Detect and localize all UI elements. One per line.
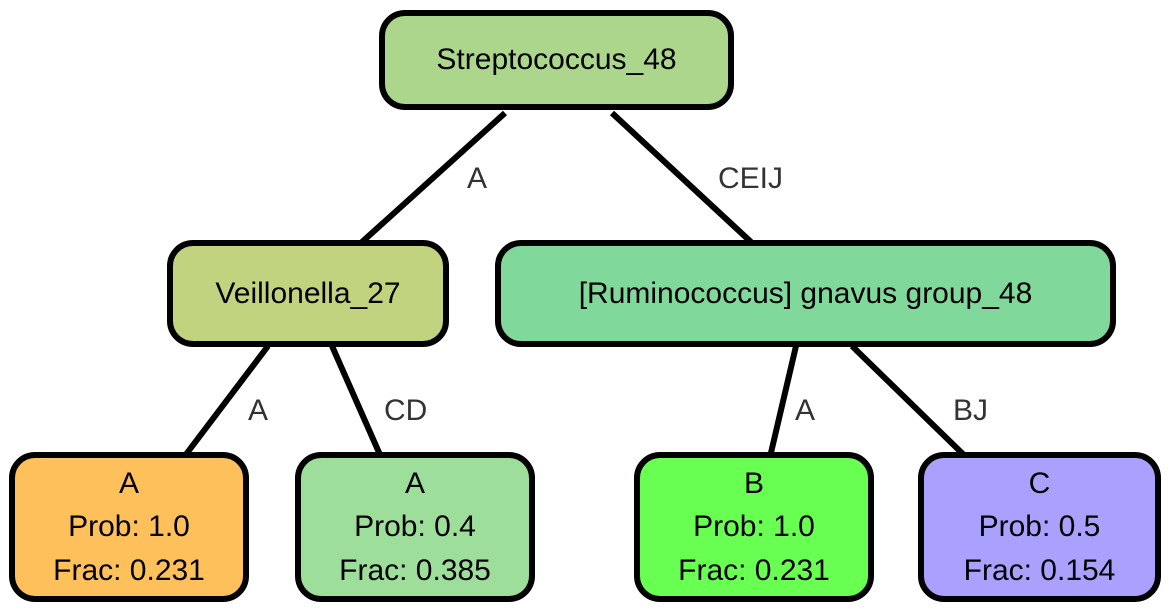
edge-label-veillonella-leaf2: CD (384, 394, 427, 427)
leaf-frac: Frac: 0.231 (678, 553, 830, 587)
edge-ruminococcus-leaf3 (767, 345, 799, 458)
leaf-frac: Frac: 0.231 (53, 553, 205, 587)
node-label: Veillonella_27 (215, 276, 401, 310)
node-ruminococcus: [Ruminococcus] gnavus group_48 (495, 240, 1116, 347)
leaf-prob: Prob: 1.0 (68, 510, 190, 544)
edge-label-ruminococcus-leaf3: A (795, 394, 815, 427)
leaf-prob: Prob: 1.0 (693, 510, 815, 544)
edge-veillonella-leaf1 (181, 344, 271, 459)
leaf-frac: Frac: 0.154 (963, 553, 1116, 587)
leaf-class: A (404, 466, 425, 500)
edge-label-root-ruminococcus: CEIJ (718, 162, 783, 195)
edge-ruminococcus-leaf4 (849, 343, 969, 460)
leaf-node-2: A Prob: 0.4 Frac: 0.385 (295, 452, 535, 602)
leaf-prob: Prob: 0.4 (354, 510, 476, 544)
leaf-node-3: B Prob: 1.0 Frac: 0.231 (634, 452, 874, 602)
leaf-node-4: C Prob: 0.5 Frac: 0.154 (918, 452, 1161, 602)
node-veillonella: Veillonella_27 (167, 240, 449, 347)
leaf-class: B (743, 466, 764, 500)
edge-root-ruminococcus (609, 110, 754, 245)
leaf-prob: Prob: 0.5 (978, 510, 1101, 544)
edge-label-veillonella-leaf1: A (248, 394, 268, 427)
leaf-frac: Frac: 0.385 (339, 553, 491, 587)
node-label: [Ruminococcus] gnavus group_48 (578, 276, 1033, 310)
edge-root-veillonella (359, 110, 508, 245)
edge-label-root-veillonella: A (467, 162, 487, 195)
edge-label-ruminococcus-leaf4: BJ (953, 394, 988, 427)
edge-veillonella-leaf2 (329, 344, 384, 459)
leaf-class: C (1028, 466, 1051, 500)
leaf-class: A (118, 466, 139, 500)
node-label: Streptococcus_48 (436, 43, 677, 76)
node-streptococcus: Streptococcus_48 (379, 10, 734, 110)
leaf-node-1: A Prob: 1.0 Frac: 0.231 (9, 452, 249, 602)
